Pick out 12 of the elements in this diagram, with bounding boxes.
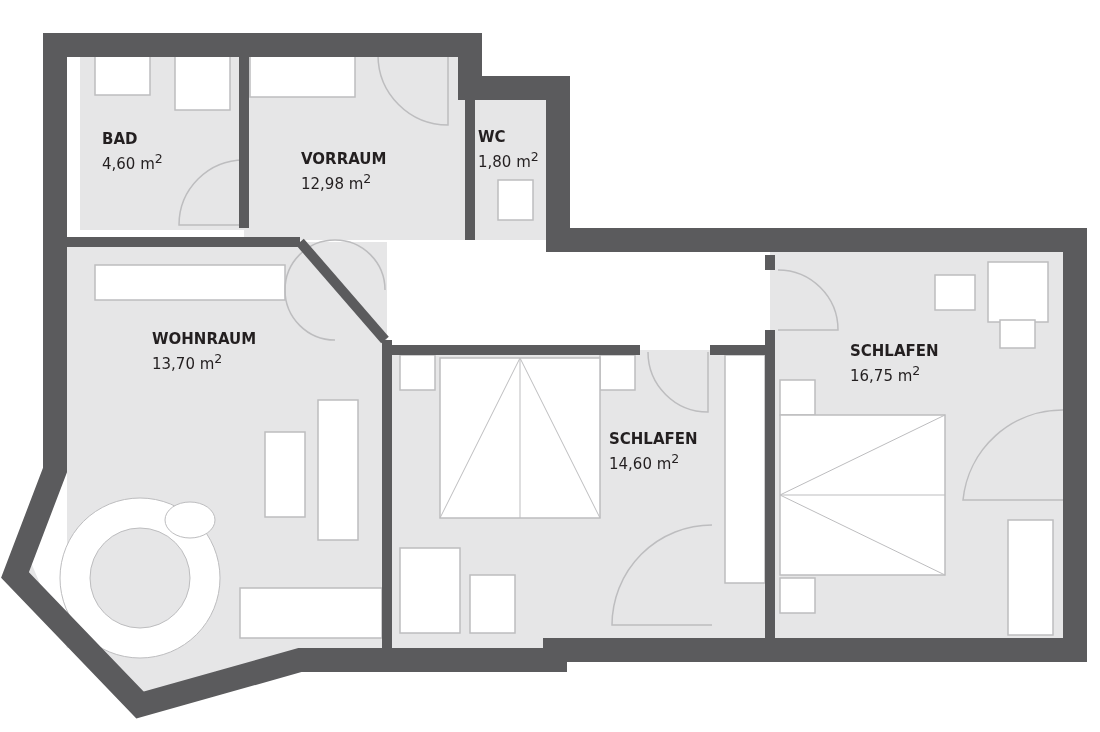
room-area-size: 1,80 m$^{2}$ [478,148,539,172]
room-area-size: 13,70 m$^{2}$ [152,350,223,374]
room-area-size: 12,98 m$^{2}$ [301,170,372,194]
room-area-size: 14,60 m$^{2}$ [609,450,680,474]
room-name: WC [478,128,506,147]
room-name: BAD [102,130,138,149]
room-name: SCHLAFEN [850,342,939,361]
room-area-size: 16,75 m$^{2}$ [850,362,921,386]
room-name: SCHLAFEN [609,430,698,449]
room-name: WOHNRAUM [152,330,257,349]
room-area-size: 4,60 m$^{2}$ [102,150,163,174]
room-name: VORRAUM [301,150,387,169]
